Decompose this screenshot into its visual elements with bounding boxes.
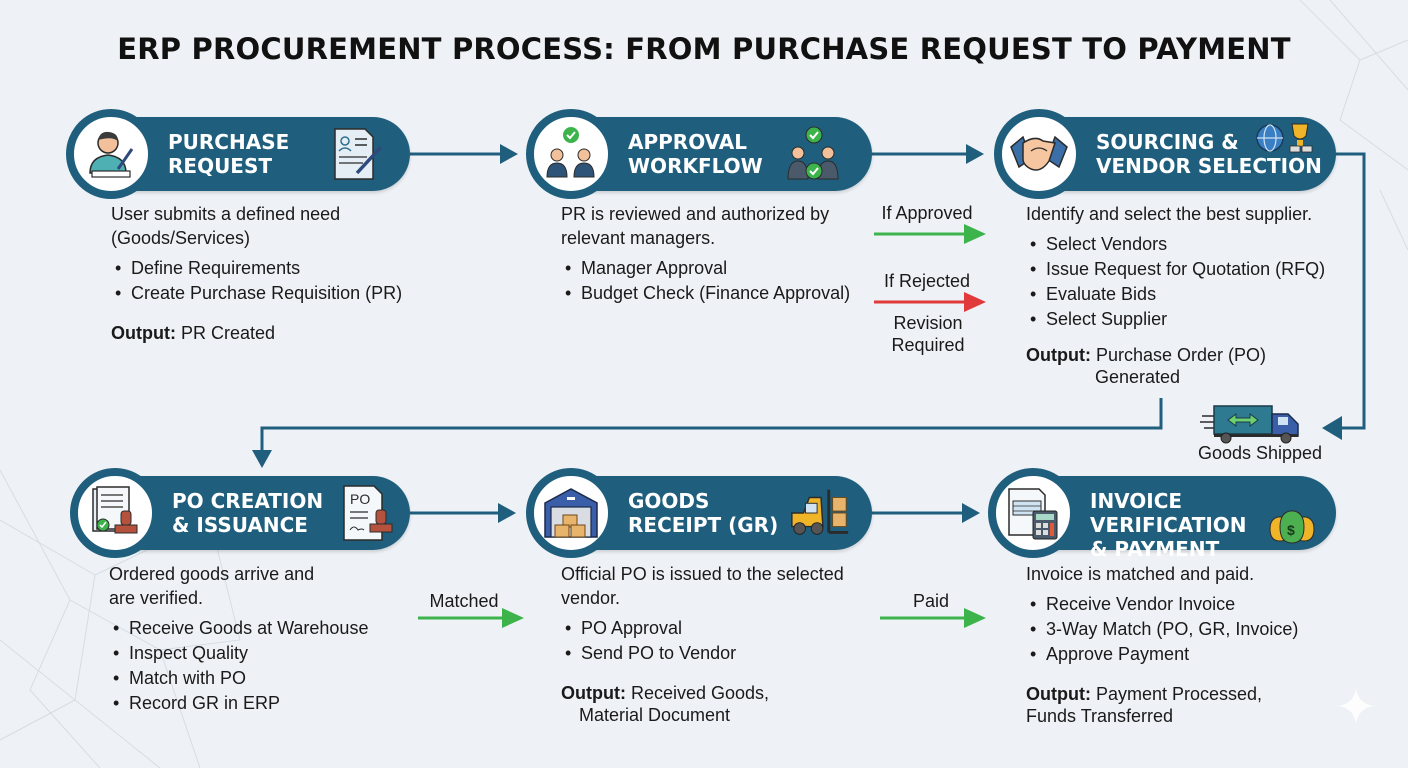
page-title: ERP PROCUREMENT PROCESS: FROM PURCHASE R… — [117, 32, 1291, 66]
bullet-item: Create Purchase Requisition (PR) — [111, 281, 451, 306]
bullet-item: Receive Goods at Warehouse — [109, 616, 409, 641]
arrow-paid-head — [964, 608, 986, 628]
label-paid: Paid — [912, 591, 950, 611]
arrow-approved-head — [964, 224, 986, 244]
bullet-item: Manager Approval — [561, 256, 881, 281]
bullet-item: Match with PO — [109, 666, 409, 691]
arrow-pr-to-approval-head — [500, 144, 518, 164]
document-signature-icon — [324, 125, 388, 183]
invoice-calculator-icon — [988, 468, 1078, 558]
step-po-creation-issuance: PO CREATION & ISSUANCE PO — [70, 468, 410, 558]
step-bullets: Receive Goods at Warehouse Inspect Quali… — [109, 616, 409, 716]
bullet-item: Receive Vendor Invoice — [1026, 592, 1346, 617]
step-description: Invoice is matched and paid. — [1026, 564, 1255, 584]
step-description: Official PO is issued to the selected ve… — [561, 564, 844, 608]
bullet-item: Select Supplier — [1026, 307, 1356, 332]
step-bullets: Receive Vendor Invoice 3-Way Match (PO, … — [1026, 592, 1346, 667]
approval-cycle-icon — [782, 125, 846, 183]
arrow-rejected-head — [964, 292, 986, 312]
bullet-item: Budget Check (Finance Approval) — [561, 281, 881, 306]
stamped-documents-icon — [70, 468, 160, 558]
step-invoice-verification-payment: INVOICE VERIFICATION & PAYMENT $ — [988, 468, 1336, 561]
bullet-item: Evaluate Bids — [1026, 282, 1356, 307]
step-title: PO CREATION & ISSUANCE — [172, 489, 324, 537]
step-output: Output: Purchase Order (PO) Generated — [1026, 345, 1267, 387]
arrow-sourcing-to-po — [260, 398, 1163, 454]
user-writing-icon — [66, 109, 156, 199]
step-bullets: Define Requirements Create Purchase Requ… — [111, 256, 451, 306]
truck-icon — [1200, 404, 1304, 444]
bullet-item: Define Requirements — [111, 256, 451, 281]
step-description: Identify and select the best supplier. — [1026, 204, 1313, 224]
step-sourcing-vendor-selection: SOURCING & VENDOR SELECTION — [994, 109, 1336, 199]
label-revision-required: Revision Required — [891, 313, 965, 355]
step-bullets: Select Vendors Issue Request for Quotati… — [1026, 232, 1356, 332]
bullet-item: 3-Way Match (PO, GR, Invoice) — [1026, 617, 1346, 642]
forklift-icon — [788, 484, 852, 542]
warehouse-icon — [526, 468, 616, 558]
step-bullets: Manager Approval Budget Check (Finance A… — [561, 256, 881, 306]
step-po-creation-details: Ordered goods arrive and are verified. R… — [109, 562, 409, 716]
label-if-rejected: If Rejected — [883, 271, 971, 291]
bullet-item: Record GR in ERP — [109, 691, 409, 716]
po-document-stamp-icon: PO — [334, 484, 398, 542]
bullet-item: Inspect Quality — [109, 641, 409, 666]
arrow-sourcing-to-shipped-head — [1322, 416, 1342, 440]
label-goods-shipped: Goods Shipped — [1197, 443, 1323, 463]
bullet-item: Issue Request for Quotation (RFQ) — [1026, 257, 1356, 282]
step-description: Ordered goods arrive and are verified. — [109, 564, 315, 608]
sparkle-icon — [1336, 686, 1376, 726]
step-approval-workflow: APPROVAL WORKFLOW — [526, 109, 872, 199]
arrow-gr-to-invoice-head — [962, 503, 980, 523]
bullet-item: Select Vendors — [1026, 232, 1356, 257]
po-text: PO — [350, 491, 370, 507]
step-approval-workflow-details: PR is reviewed and authorized by relevan… — [561, 202, 881, 306]
step-description: PR is reviewed and authorized by relevan… — [561, 204, 830, 248]
handshake-icon — [994, 109, 1084, 199]
step-purchase-request-details: User submits a defined need (Goods/Servi… — [111, 202, 451, 344]
approvers-icon — [526, 109, 616, 199]
step-output: Output: Received Goods, Material Documen… — [561, 683, 770, 725]
label-if-approved: If Approved — [881, 203, 973, 223]
step-output: Output: Payment Processed, Funds Transfe… — [1026, 684, 1263, 726]
step-description: User submits a defined need (Goods/Servi… — [111, 204, 341, 248]
step-bullets: PO Approval Send PO to Vendor — [561, 616, 881, 666]
step-goods-receipt-details: Official PO is issued to the selected ve… — [561, 562, 881, 726]
step-title: SOURCING & VENDOR SELECTION — [1096, 130, 1322, 178]
arrow-approval-to-sourcing-head — [966, 144, 984, 164]
bullet-item: PO Approval — [561, 616, 881, 641]
step-title: GOODS RECEIPT (GR) — [628, 489, 779, 537]
step-title: INVOICE VERIFICATION & PAYMENT — [1090, 489, 1247, 561]
step-purchase-request: PURCHASE REQUEST — [66, 109, 410, 199]
label-matched: Matched — [429, 591, 499, 611]
step-sourcing-details: Identify and select the best supplier. S… — [1026, 202, 1356, 388]
money-bags-icon: $ — [1260, 502, 1324, 548]
step-goods-receipt: GOODS RECEIPT (GR) — [526, 468, 872, 558]
step-output: Output: PR Created — [111, 323, 276, 343]
step-invoice-details: Invoice is matched and paid. Receive Ven… — [1026, 562, 1346, 727]
step-title: APPROVAL WORKFLOW — [628, 130, 763, 178]
bullet-item: Approve Payment — [1026, 642, 1346, 667]
arrow-sourcing-to-po-head — [252, 450, 272, 468]
svg-text:$: $ — [1287, 522, 1295, 538]
bullet-item: Send PO to Vendor — [561, 641, 881, 666]
step-title: PURCHASE REQUEST — [168, 130, 290, 178]
arrow-po-to-gr-head — [498, 503, 516, 523]
globe-trophy-icon — [1252, 121, 1316, 157]
